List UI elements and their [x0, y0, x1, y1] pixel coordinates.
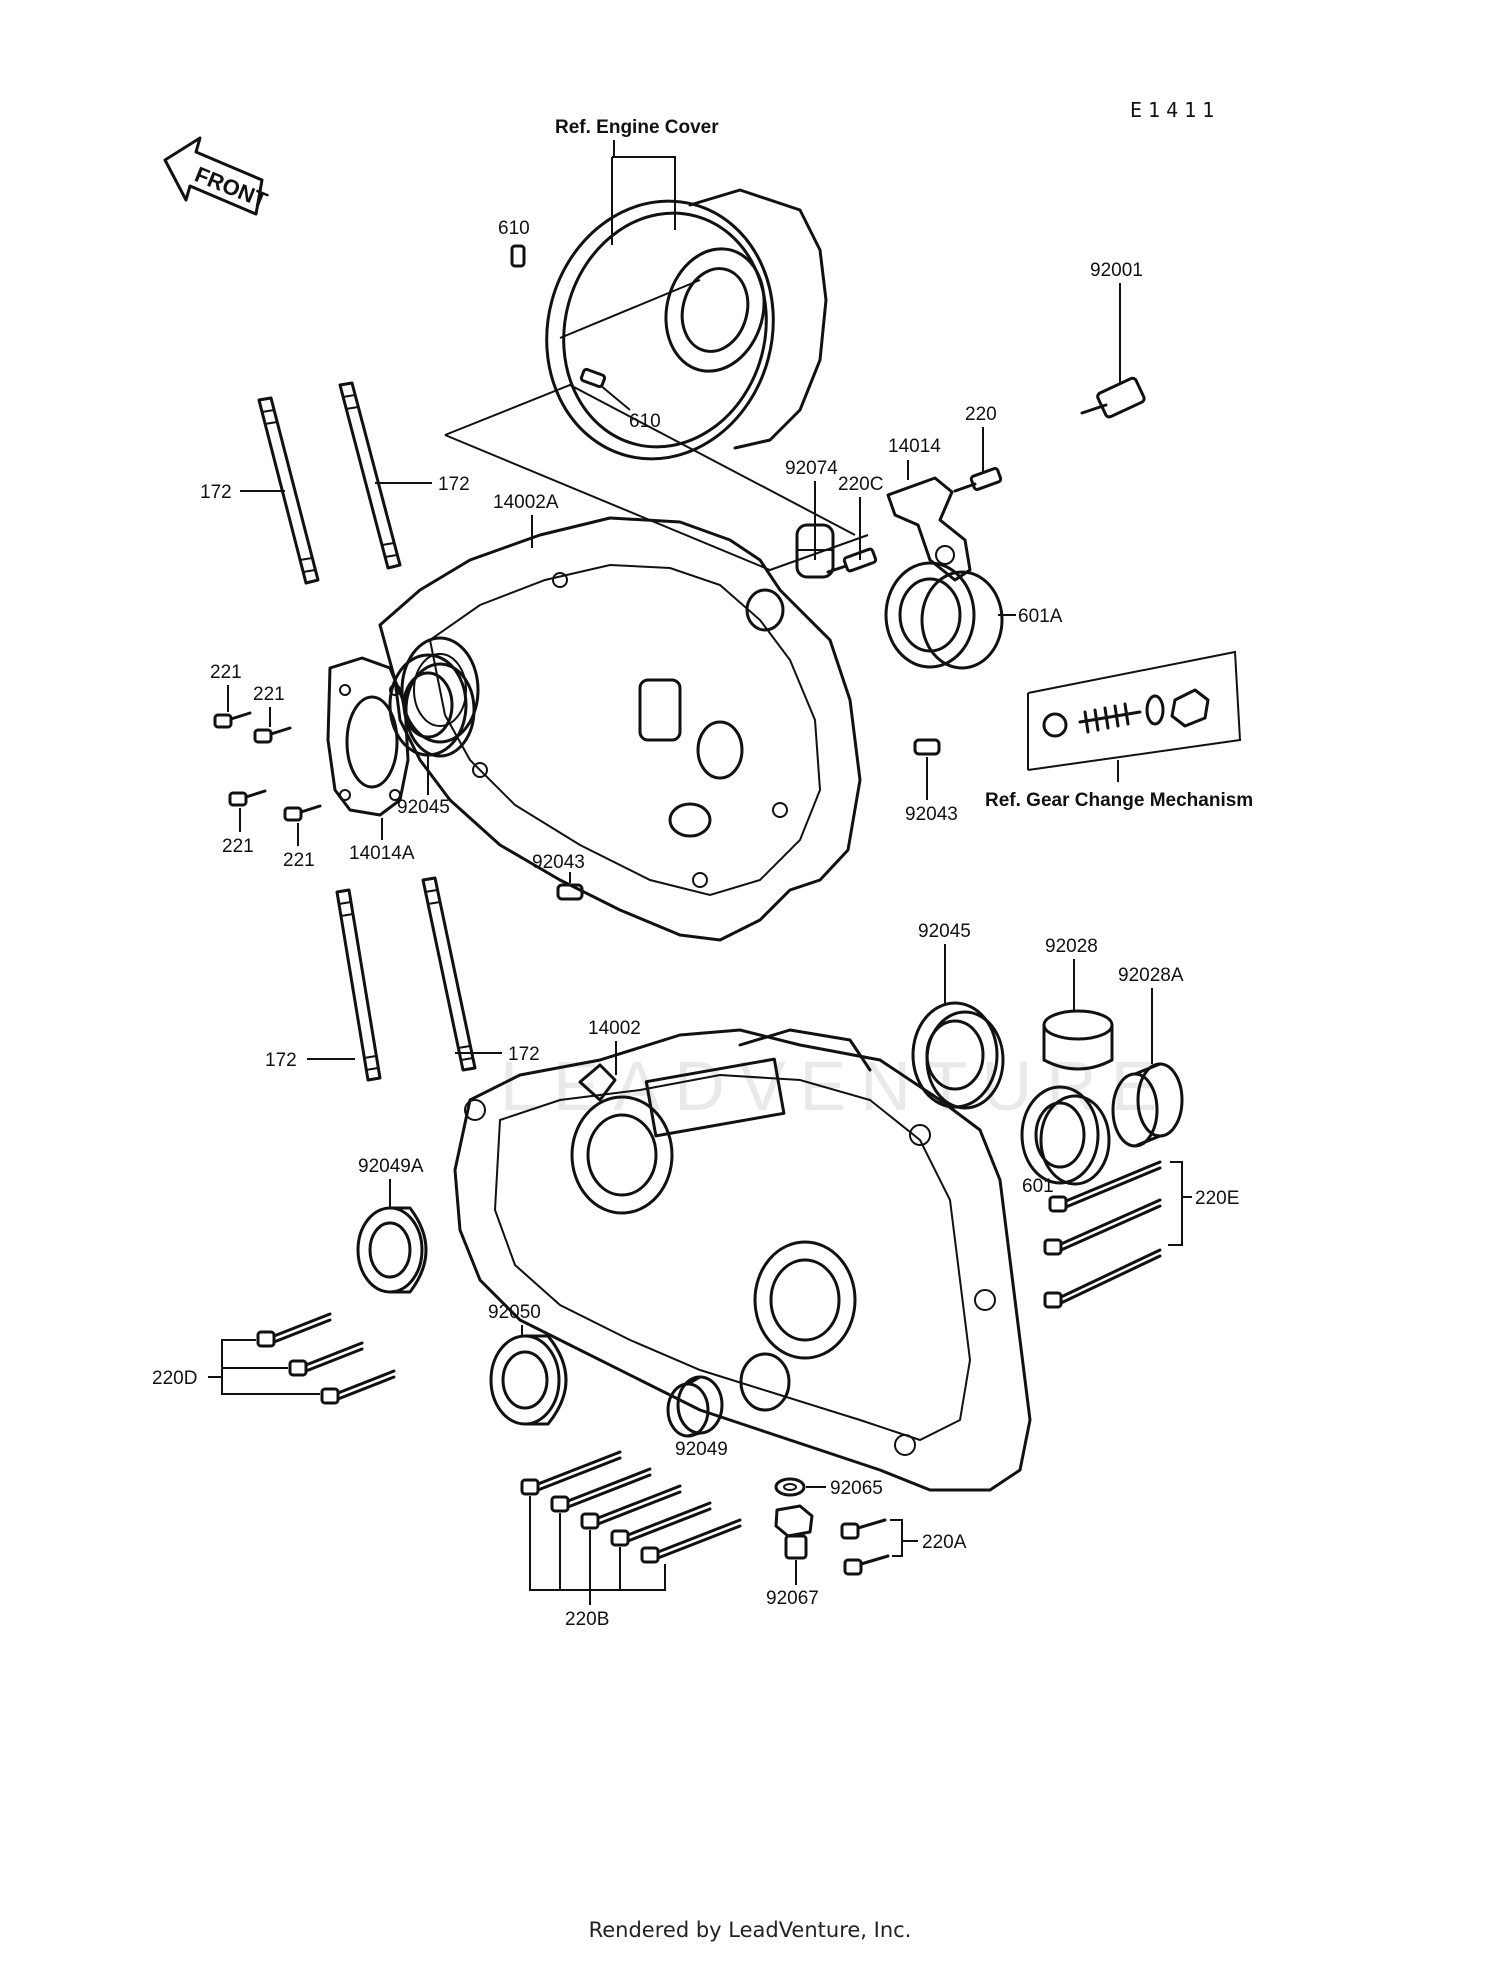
seal-92049	[666, 1375, 724, 1438]
label-92028: 92028	[1045, 936, 1098, 957]
front-arrow-icon: FRONT	[163, 136, 272, 216]
stud-172-upper-right	[338, 381, 402, 570]
screws-220A	[840, 1518, 890, 1576]
label-221-d: 221	[283, 850, 315, 871]
label-172-ul: 172	[200, 482, 232, 503]
bearing-92045-upper	[388, 653, 476, 758]
label-601: 601	[1022, 1176, 1054, 1197]
bolt-92001	[1080, 376, 1146, 419]
label-92045-lower: 92045	[918, 921, 971, 942]
bolts-220E	[1043, 1160, 1162, 1309]
label-220: 220	[965, 404, 997, 425]
bracket-14014	[886, 476, 972, 582]
label-220C: 220C	[838, 474, 883, 495]
label-92028A: 92028A	[1118, 965, 1184, 986]
cover-14014A	[326, 656, 410, 817]
engine-cover	[545, 188, 828, 461]
label-601A: 601A	[1018, 606, 1063, 627]
bolts-220D	[256, 1312, 396, 1405]
seal-92050	[489, 1334, 568, 1426]
label-14014: 14014	[888, 436, 941, 457]
screw-221-a	[213, 711, 252, 729]
label-92043-left: 92043	[532, 852, 585, 873]
ref-gear-change: Ref. Gear Change Mechanism	[985, 790, 1253, 811]
label-92049A: 92049A	[358, 1156, 424, 1177]
front-label: FRONT	[191, 162, 271, 214]
label-220A: 220A	[922, 1532, 967, 1553]
drain-bolt-92067	[774, 1504, 814, 1560]
screw-221-d	[283, 804, 322, 822]
cap-92028	[1042, 1009, 1114, 1071]
seal-92049A	[356, 1206, 428, 1294]
label-92065: 92065	[830, 1478, 883, 1499]
rendered-by-footer: Rendered by LeadVenture, Inc.	[588, 1918, 912, 1942]
label-610-bottom: 610	[629, 411, 661, 432]
bearing-601A	[884, 561, 1004, 670]
label-610-top: 610	[498, 218, 530, 239]
label-14002: 14002	[588, 1018, 641, 1039]
plug-92074	[795, 523, 835, 579]
label-172-ur: 172	[438, 474, 470, 495]
label-220E: 220E	[1195, 1188, 1239, 1209]
bearing-601	[1020, 1085, 1111, 1186]
label-221-a: 221	[210, 662, 242, 683]
label-172-lr: 172	[508, 1044, 540, 1065]
stud-172-lower-right	[421, 876, 477, 1072]
ref-engine-cover: Ref. Engine Cover	[555, 117, 719, 138]
label-92043-right: 92043	[905, 804, 958, 825]
label-92045-upper: 92045	[397, 797, 450, 818]
label-221-c: 221	[222, 836, 254, 857]
label-220B: 220B	[565, 1609, 609, 1630]
label-92049: 92049	[675, 1439, 728, 1460]
bolts-220B	[520, 1450, 742, 1564]
label-92001: 92001	[1090, 260, 1143, 281]
label-92067: 92067	[766, 1588, 819, 1609]
label-172-ll: 172	[265, 1050, 297, 1071]
label-221-b: 221	[253, 684, 285, 705]
stud-172-upper-left	[257, 396, 320, 585]
bearing-92045-lower	[911, 1001, 1005, 1110]
washer-92065	[774, 1477, 806, 1497]
diagram-code: E1411	[1130, 98, 1220, 122]
gear-change-mechanism	[1027, 650, 1242, 771]
upper-crankcase-14002A	[378, 516, 862, 942]
screw-221-c	[228, 789, 267, 807]
bushing-92028A	[1111, 1062, 1184, 1148]
stud-172-lower-left	[335, 888, 382, 1082]
lower-crankcase-14002	[453, 1028, 1032, 1492]
label-220D: 220D	[152, 1368, 197, 1389]
screw-221-b	[253, 726, 292, 744]
label-14002A: 14002A	[493, 492, 559, 513]
label-14014A: 14014A	[349, 843, 415, 864]
label-92050: 92050	[488, 1302, 541, 1323]
label-92074: 92074	[785, 458, 838, 479]
